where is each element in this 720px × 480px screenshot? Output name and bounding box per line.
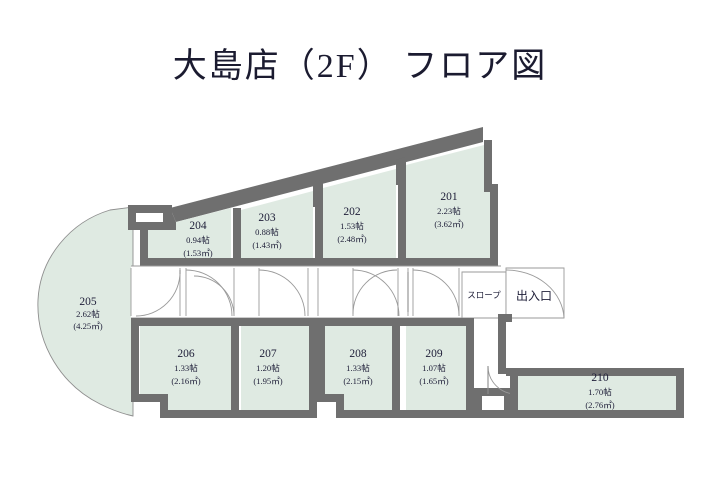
entrance-label: 出入口 (516, 289, 552, 303)
room-label-209: 209 1.07帖 (1.65㎡) (419, 348, 448, 386)
svg-text:(1.53㎡): (1.53㎡) (183, 248, 212, 258)
room-label-206: 206 1.33帖 (2.16㎡) (171, 348, 200, 386)
slope-label: スロープ (467, 290, 501, 300)
svg-text:(1.65㎡): (1.65㎡) (419, 376, 448, 386)
room-205-shape[interactable] (37, 206, 134, 417)
room-label-203: 203 0.88帖 (1.43㎡) (252, 212, 281, 250)
svg-text:(2.16㎡): (2.16㎡) (171, 376, 200, 386)
svg-text:2.23帖: 2.23帖 (437, 205, 461, 216)
room-210-shape[interactable] (506, 368, 684, 418)
svg-text:202: 202 (343, 206, 361, 218)
room-203-shape[interactable] (233, 191, 317, 266)
svg-text:1.20帖: 1.20帖 (256, 362, 280, 373)
svg-text:0.94帖: 0.94帖 (186, 234, 210, 245)
entrance-area[interactable] (461, 267, 565, 322)
svg-text:208: 208 (349, 348, 367, 360)
svg-text:(2.48㎡): (2.48㎡) (337, 234, 366, 244)
room-label-210: 210 1.70帖 (2.76㎡) (585, 372, 614, 410)
svg-text:207: 207 (259, 348, 277, 360)
svg-text:203: 203 (258, 212, 276, 224)
svg-text:1.33帖: 1.33帖 (346, 362, 370, 373)
svg-text:1.53帖: 1.53帖 (340, 220, 364, 231)
room-209-shape[interactable] (400, 318, 474, 418)
svg-text:(4.25㎡): (4.25㎡) (73, 321, 102, 331)
room-label-201: 201 2.23帖 (3.62㎡) (434, 191, 463, 229)
svg-text:209: 209 (425, 348, 443, 360)
room-208-shape[interactable] (317, 318, 400, 418)
svg-text:204: 204 (189, 220, 207, 232)
corridor (131, 265, 501, 319)
room-label-204: 204 0.94帖 (1.53㎡) (183, 220, 212, 258)
room-label-205: 205 2.62帖 (4.25㎡) (73, 296, 102, 331)
svg-text:0.88帖: 0.88帖 (255, 226, 279, 237)
room-label-202: 202 1.53帖 (2.48㎡) (337, 206, 366, 244)
svg-text:1.07帖: 1.07帖 (422, 362, 446, 373)
svg-text:(1.95㎡): (1.95㎡) (253, 376, 282, 386)
svg-text:(3.62㎡): (3.62㎡) (434, 219, 463, 229)
corridor-partitions (130, 268, 460, 316)
svg-text:210: 210 (591, 372, 609, 384)
svg-text:205: 205 (79, 296, 97, 308)
svg-text:1.33帖: 1.33帖 (174, 362, 198, 373)
room-201-shape[interactable] (398, 140, 498, 268)
room-204-shape[interactable] (128, 205, 235, 266)
svg-text:1.70帖: 1.70帖 (588, 386, 612, 397)
svg-text:(2.15㎡): (2.15㎡) (343, 376, 372, 386)
room-202-shape[interactable] (315, 169, 400, 266)
room-207-shape[interactable] (239, 318, 317, 418)
svg-text:(2.76㎡): (2.76㎡) (585, 400, 614, 410)
svg-text:201: 201 (440, 191, 458, 203)
room-206-shape[interactable] (131, 318, 239, 418)
room-label-208: 208 1.33帖 (2.15㎡) (343, 348, 372, 386)
door-swings (135, 269, 460, 317)
page-title: 大島店（2F） フロア図 (172, 48, 548, 85)
svg-text:2.62帖: 2.62帖 (76, 308, 100, 319)
room-label-207: 207 1.20帖 (1.95㎡) (253, 348, 282, 386)
svg-text:(1.43㎡): (1.43㎡) (252, 240, 281, 250)
right-connector (474, 318, 517, 418)
svg-text:206: 206 (177, 348, 195, 360)
